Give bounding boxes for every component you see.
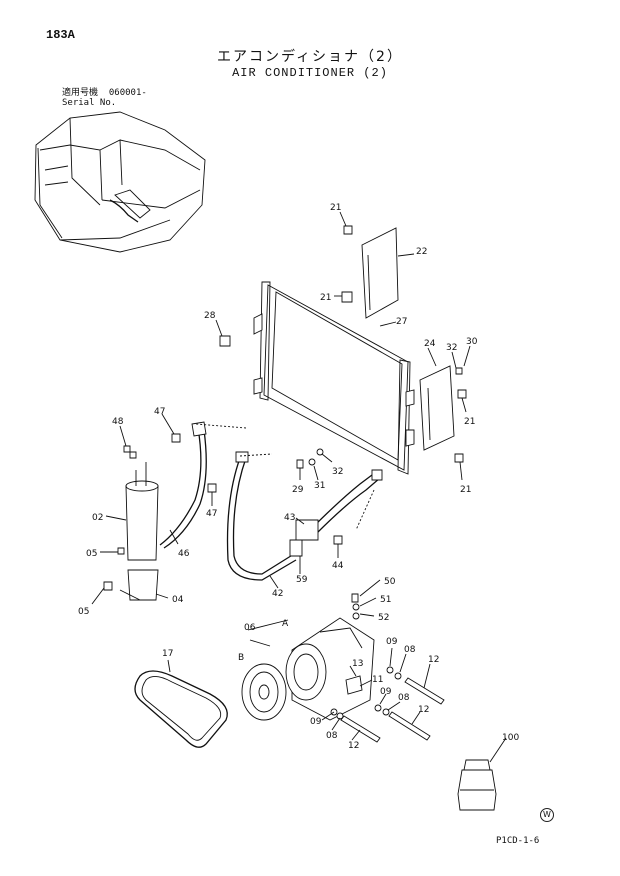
callout-42: 42 xyxy=(272,589,283,599)
page-title-japanese: エアコンディショナ（2） xyxy=(217,49,403,65)
callout-51: 51 xyxy=(380,595,391,605)
compressor xyxy=(285,593,375,721)
bracket-22 xyxy=(341,225,399,319)
serial-value: 060001- xyxy=(108,88,147,98)
belt-17 xyxy=(134,670,228,748)
callout-59: 59 xyxy=(296,575,308,585)
callout-04: 04 xyxy=(172,595,184,605)
callout-27: 27 xyxy=(396,317,407,327)
callout-29: 29 xyxy=(292,485,304,495)
oil-can-100 xyxy=(457,759,497,811)
page-code: P1CD-1-6 xyxy=(496,836,540,846)
callout-31: 31 xyxy=(314,481,325,491)
callout-09: 09 xyxy=(380,687,392,697)
page-id: 183A xyxy=(46,28,75,42)
bracket-24 xyxy=(419,365,467,463)
callout-05: 05 xyxy=(78,607,89,617)
pulley xyxy=(241,663,287,721)
callout-B: B xyxy=(238,653,244,663)
callout-A: A xyxy=(282,619,289,629)
receiver-drier-02 xyxy=(103,445,159,601)
callout-52: 52 xyxy=(378,613,389,623)
callout-44: 44 xyxy=(332,561,344,571)
callout-100: 100 xyxy=(502,733,519,743)
leader-lines xyxy=(91,211,507,763)
callout-09: 09 xyxy=(310,717,322,727)
callout-11: 11 xyxy=(372,675,383,685)
callout-08: 08 xyxy=(398,693,410,703)
callout-06: 06 xyxy=(244,623,256,633)
serial-label-en: Serial No. xyxy=(62,98,117,108)
callout-43: 43 xyxy=(284,513,295,523)
callout-12: 12 xyxy=(428,655,439,665)
callout-30: 30 xyxy=(466,337,478,347)
callout-09: 09 xyxy=(386,637,398,647)
callout-21: 21 xyxy=(460,485,471,495)
callout-13: 13 xyxy=(352,659,363,669)
callout-32: 32 xyxy=(446,343,457,353)
callout-47: 47 xyxy=(206,509,217,519)
callout-12: 12 xyxy=(348,741,359,751)
condenser-27 xyxy=(219,281,415,475)
hoses xyxy=(159,421,383,581)
page-title-english: AIR CONDITIONER (2) xyxy=(232,66,388,80)
machine-thumbnail xyxy=(34,111,206,253)
fasteners-mid xyxy=(296,448,324,469)
callout-12: 12 xyxy=(418,705,429,715)
callout-21: 21 xyxy=(464,417,475,427)
callout-21: 21 xyxy=(320,293,331,303)
callout-24: 24 xyxy=(424,339,436,349)
serial-label-jp: 適用号機 xyxy=(62,88,99,98)
callout-46: 46 xyxy=(178,549,190,559)
callout-08: 08 xyxy=(326,731,338,741)
callout-32: 32 xyxy=(332,467,343,477)
callout-08: 08 xyxy=(404,645,416,655)
callout-47: 47 xyxy=(154,407,165,417)
callout-50: 50 xyxy=(384,577,396,587)
callout-17: 17 xyxy=(162,649,173,659)
callout-labels: 21 22 21 28 27 24 32 30 21 21 47 48 29 3… xyxy=(78,203,519,751)
callout-05: 05 xyxy=(86,549,97,559)
callout-02: 02 xyxy=(92,513,103,523)
callout-22: 22 xyxy=(416,247,427,257)
callout-48: 48 xyxy=(112,417,124,427)
serial-info: 適用号機 060001- Serial No. xyxy=(62,88,147,108)
revision-mark: W xyxy=(540,808,554,822)
callout-21: 21 xyxy=(330,203,341,213)
callout-28: 28 xyxy=(204,311,216,321)
bolts-right xyxy=(330,666,445,743)
